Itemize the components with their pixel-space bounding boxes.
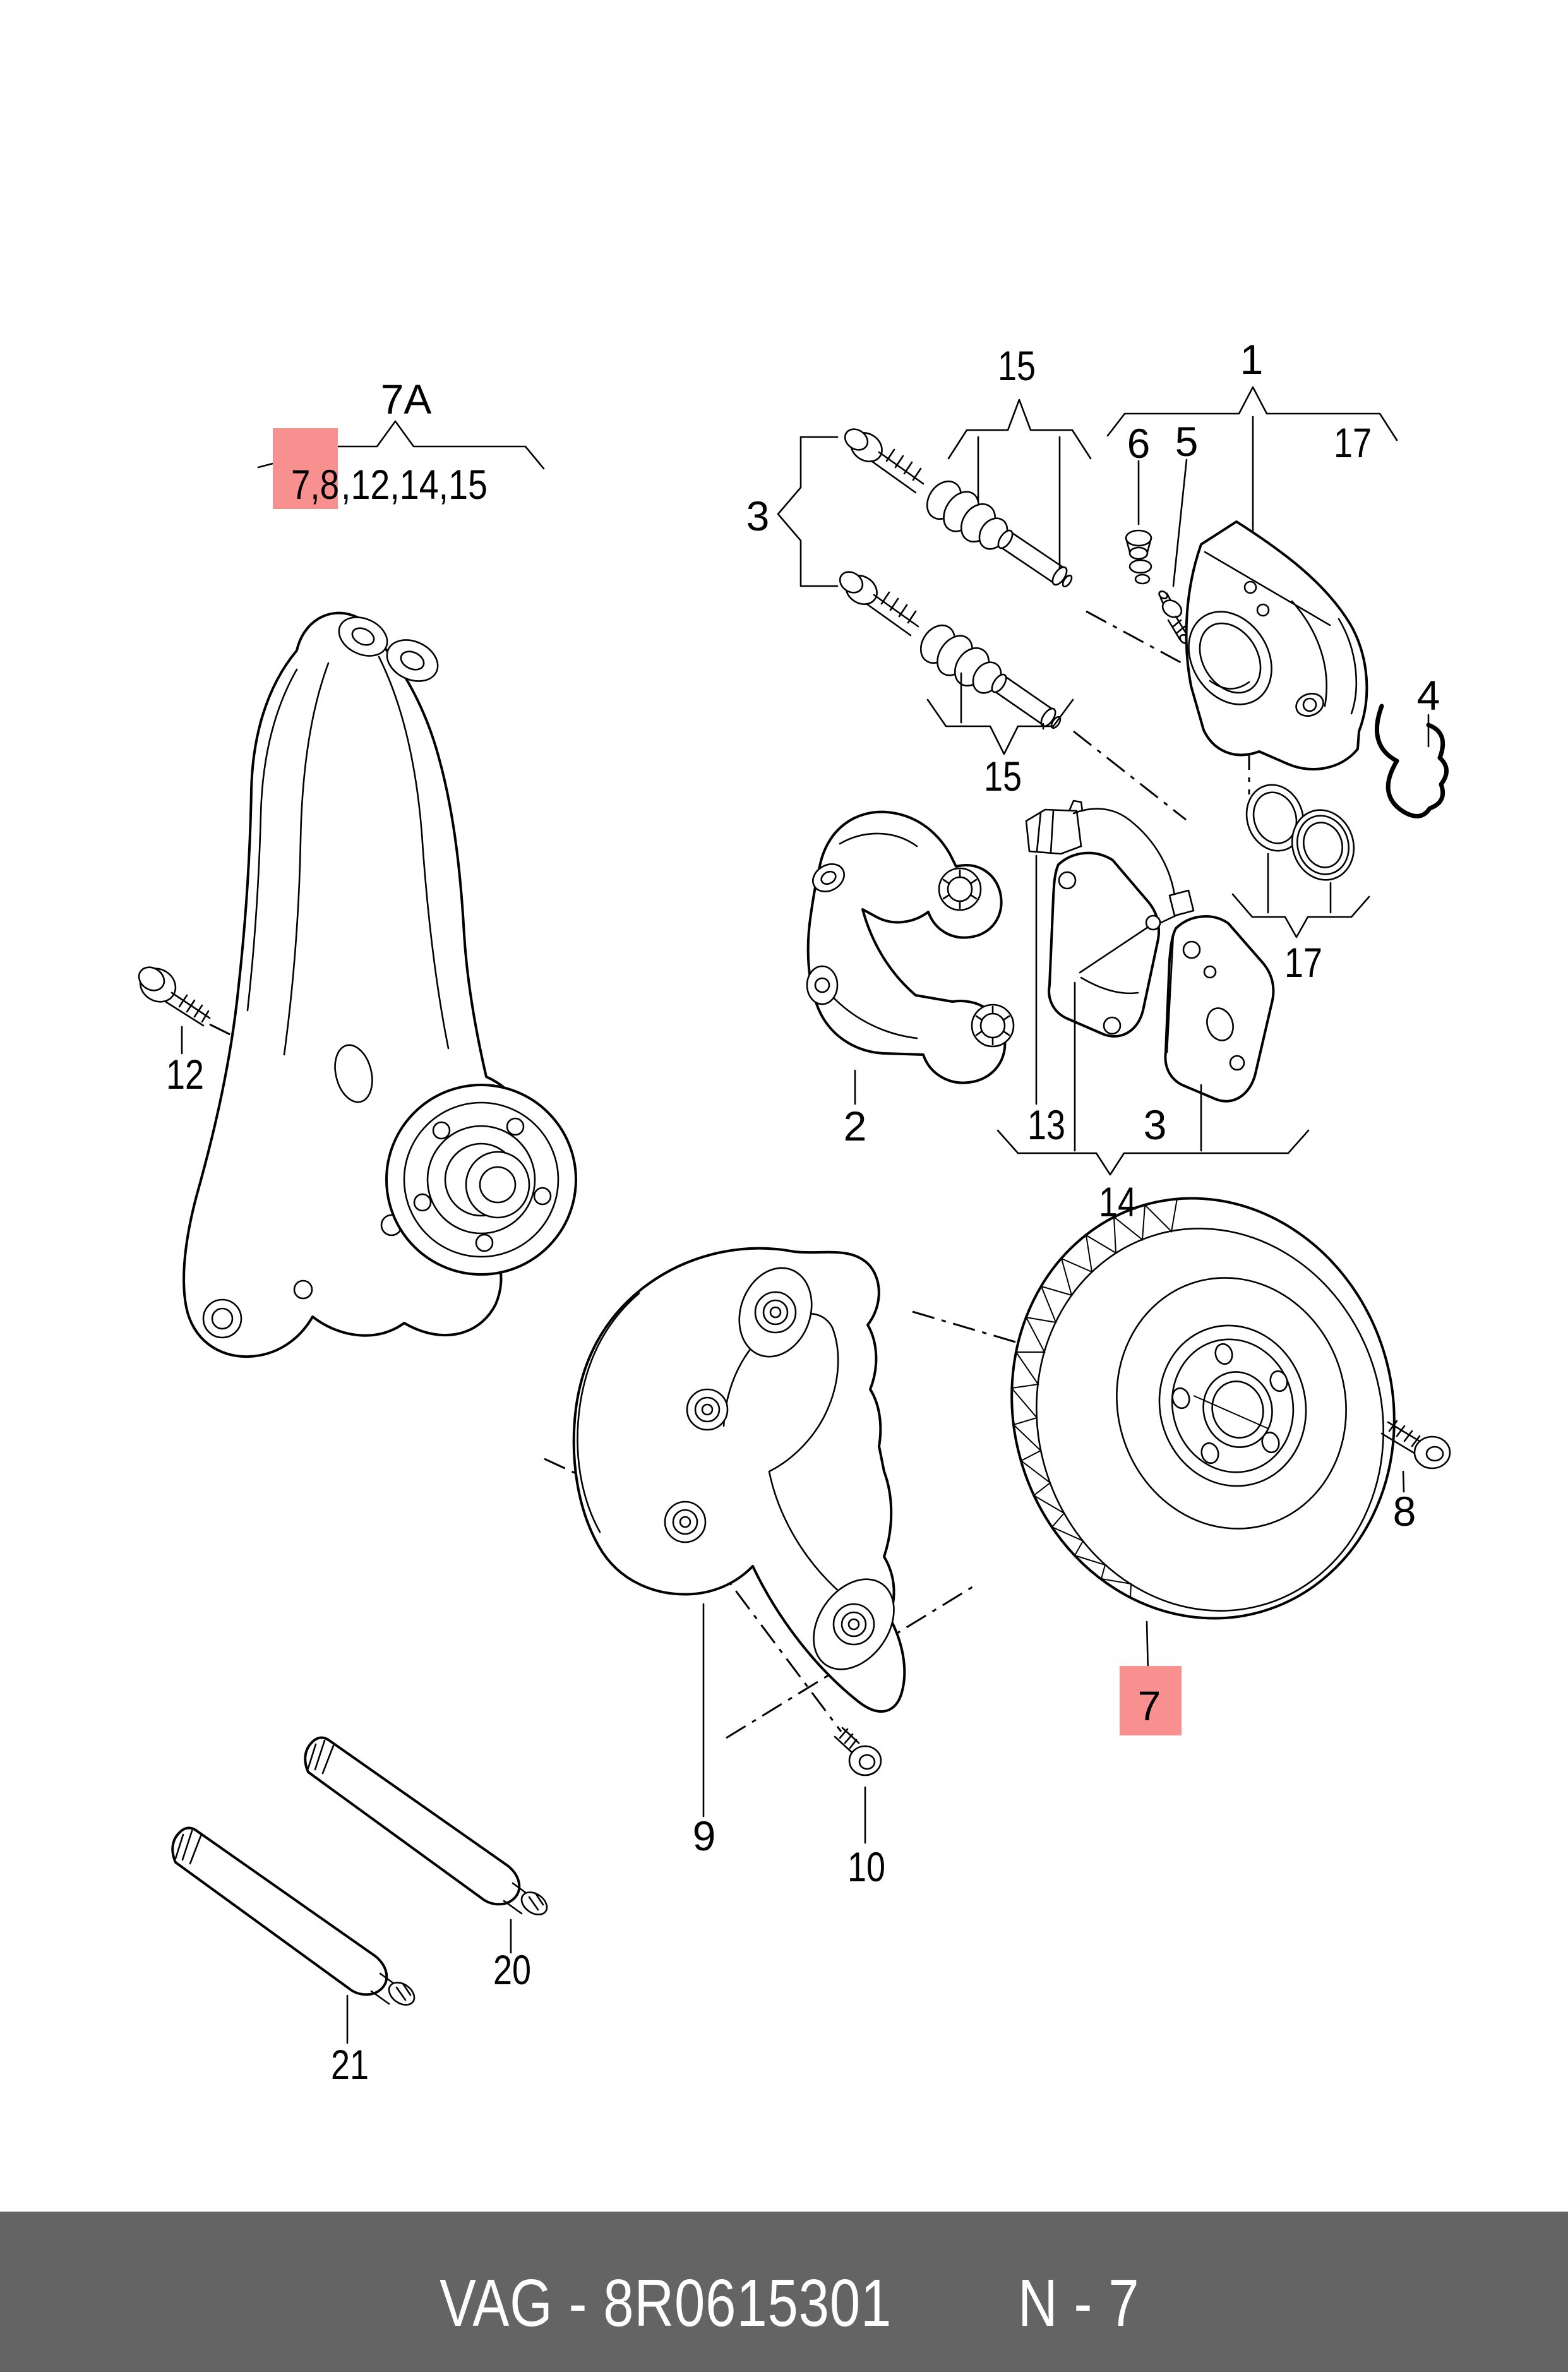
callout-20: 20 (493, 1946, 531, 1993)
caliper-carrier (806, 810, 1015, 1105)
footer-page-ref: N - 7 (1018, 2266, 1140, 2340)
callout-8: 8 (1393, 1488, 1416, 1535)
callout-3: 3 (746, 493, 770, 539)
knuckle-bolt-12 (138, 966, 211, 1055)
callout-1: 1 (1240, 336, 1264, 383)
callout-15: 15 (998, 342, 1036, 389)
legend-highlight-box (273, 428, 338, 509)
splash-shield (572, 1247, 906, 1844)
callout-2: 2 (844, 1103, 867, 1149)
footer-bar: VAG - 8R0615301 N - 7 (0, 2212, 1568, 2372)
wheel-hub (385, 1084, 577, 1276)
callout-9: 9 (693, 1812, 716, 1859)
disc-bolt-8 (1380, 1420, 1451, 1493)
shield-screw-10 (834, 1727, 882, 1844)
callout-14: 14 (1099, 1178, 1137, 1225)
exploded-diagram: 7A7,8,12,14,1515136517154122133141778910… (138, 336, 1451, 2088)
callout-6: 6 (1127, 420, 1151, 467)
callout-17: 17 (1284, 939, 1322, 986)
legend-highlighted-parts: 7,8 (291, 461, 339, 508)
guide-pin-set (777, 398, 1092, 755)
callout-5: 5 (1175, 418, 1199, 465)
grease-tubes (171, 1736, 548, 2044)
callout-21: 21 (331, 2041, 369, 2088)
steering-knuckle (183, 611, 577, 1358)
callout-15: 15 (984, 753, 1022, 800)
callout-3: 3 (1144, 1101, 1167, 1148)
part-highlight-box (1120, 1666, 1182, 1735)
footer-part-number: VAG - 8R0615301 (440, 2266, 892, 2340)
brake-disc (1010, 1197, 1451, 1674)
callout-7-highlighted: 7 (1138, 1682, 1161, 1729)
callout-4: 4 (1417, 672, 1440, 719)
callout-10: 10 (847, 1843, 885, 1890)
legend-other-parts: ,12,14,15 (341, 461, 488, 508)
callout-12: 12 (166, 1051, 204, 1098)
legend-group-code: 7A (381, 376, 432, 422)
callout-17: 17 (1334, 419, 1372, 466)
caliper-assembly (1106, 386, 1449, 938)
callout-13: 13 (1027, 1101, 1065, 1148)
brake-pads (996, 800, 1310, 1176)
